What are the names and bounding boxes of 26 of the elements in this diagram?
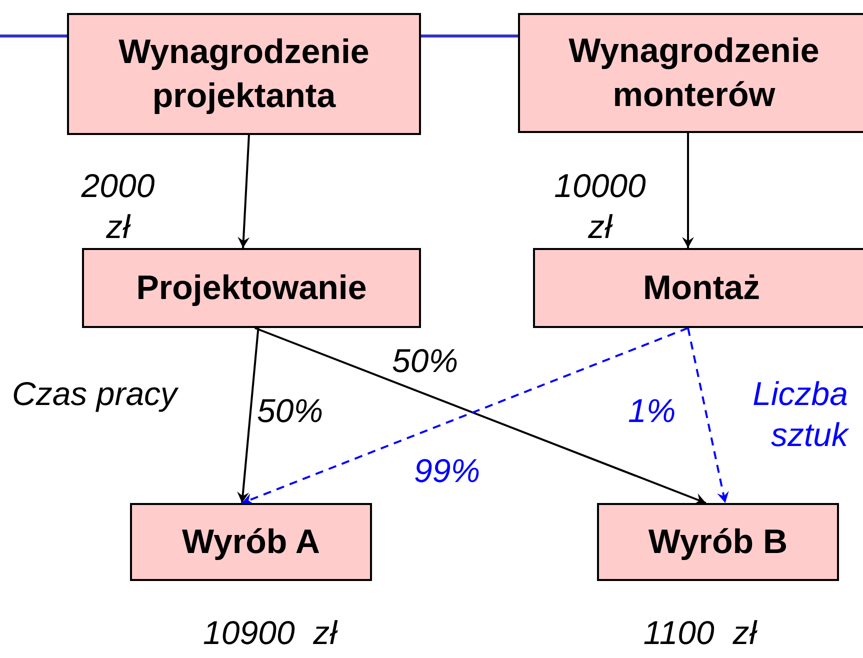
edge-label: 1% — [628, 391, 677, 431]
process-box — [597, 503, 839, 581]
process-box — [130, 503, 372, 581]
edge-label: 50% — [392, 341, 460, 381]
edge-label: 2000 zł — [80, 166, 156, 248]
box-label: Projektowanie — [136, 268, 367, 309]
box-label: Montaż — [642, 268, 760, 309]
annotation-text: Czas pracy — [12, 374, 180, 414]
process-box — [518, 13, 863, 133]
arrow — [687, 328, 729, 504]
process-box — [82, 248, 421, 328]
amount-label: 10900 zł — [202, 613, 339, 653]
box-label: Wynagrodzenie projektanta — [118, 32, 370, 117]
arrow — [237, 328, 260, 504]
arrow — [682, 133, 694, 248]
box-label: Wyrób A — [182, 522, 320, 563]
amount-label: 1100 zł — [642, 613, 758, 653]
box-label: Wynagrodzenie monterów — [568, 30, 820, 116]
edge-label: 50% — [257, 391, 324, 431]
box-label: Wyrób B — [648, 522, 788, 563]
process-box — [533, 248, 863, 328]
process-box — [67, 13, 421, 135]
arrow — [238, 134, 250, 248]
edge-label: 10000 zł — [553, 166, 647, 248]
annotation-text: Liczba sztuk — [752, 374, 848, 456]
edge-label: 99% — [414, 451, 482, 491]
